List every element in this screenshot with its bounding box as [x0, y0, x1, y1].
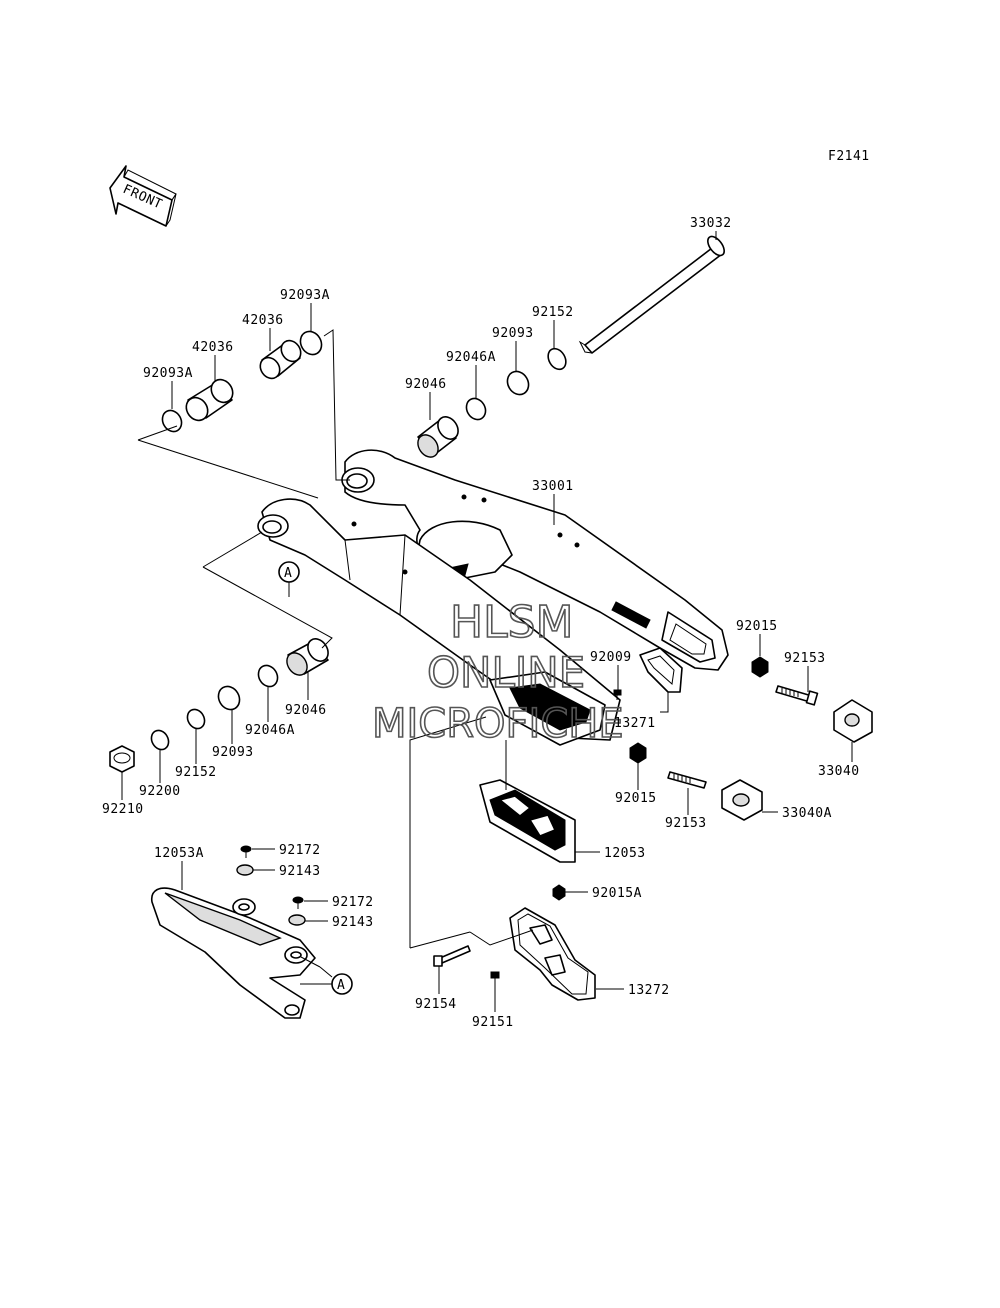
nut-92015-mid — [629, 742, 647, 764]
label-92046A-bottom: 92046A — [245, 723, 295, 738]
ref-a-lower: A — [337, 978, 345, 993]
label-92153-mid: 92153 — [665, 816, 707, 831]
label-92143-a: 92143 — [279, 864, 321, 879]
label-92093-bottom: 92093 — [212, 745, 254, 760]
seal-92093-bottom — [217, 685, 241, 711]
label-92009: 92009 — [590, 650, 632, 665]
watermark-line-2: ONLINE — [427, 648, 585, 697]
leader-lines — [121, 231, 853, 1012]
chain-guide-12053A — [150, 887, 316, 1019]
figure-code: F2141 — [828, 149, 870, 164]
washer-92143-a — [236, 864, 254, 876]
label-92046-top: 92046 — [405, 377, 447, 392]
adjuster-33040 — [833, 699, 873, 743]
chain-guide-12053 — [479, 779, 576, 863]
front-arrow-icon: FRONT — [109, 165, 177, 227]
bolt-92151 — [490, 971, 500, 986]
label-92153-right: 92153 — [784, 651, 826, 666]
label-13271: 13271 — [614, 716, 656, 731]
washer-92143-b — [288, 914, 306, 926]
label-92093-top: 92093 — [492, 326, 534, 341]
nut-92210 — [109, 745, 135, 773]
bolt-92153-mid — [667, 771, 707, 789]
label-92046-bottom: 92046 — [285, 703, 327, 718]
chain-guide-13272 — [509, 907, 596, 1001]
guide-lines — [137, 329, 534, 985]
washer-92200 — [150, 729, 170, 751]
nut-92015-right — [751, 656, 769, 678]
label-92015-right: 92015 — [736, 619, 778, 634]
label-92093A-left: 92093A — [143, 366, 193, 381]
label-92152-bottom: 92152 — [175, 765, 217, 780]
seal-92046A-bottom — [257, 664, 279, 688]
label-42036-top: 42036 — [242, 313, 284, 328]
screw-92172-b — [292, 896, 304, 909]
label-42036-left: 42036 — [192, 340, 234, 355]
bearing-92046-bottom — [286, 638, 329, 676]
sleeve-42036-top — [259, 339, 302, 380]
label-92172-b: 92172 — [332, 895, 374, 910]
label-92093A-top: 92093A — [280, 288, 330, 303]
part-labels: 33032 92152 92093A 42036 42036 92093A 92… — [102, 216, 860, 1030]
swingarm-pivot-shaft — [578, 235, 725, 354]
watermark: HLSM ONLINE MICROFICHE — [371, 596, 624, 748]
watermark-line-3: MICROFICHE — [372, 701, 624, 747]
collar-92152-top — [547, 347, 567, 371]
adjuster-33040A — [721, 779, 763, 821]
seal-92093-top — [506, 370, 530, 396]
bolt-92154 — [433, 945, 471, 967]
chain-slider-13271 — [639, 647, 683, 693]
label-92046A-top: 92046A — [446, 350, 496, 365]
bearing-92046-top — [417, 416, 459, 458]
label-92015A: 92015A — [592, 886, 642, 901]
label-12053A: 12053A — [154, 846, 204, 861]
label-92151: 92151 — [472, 1015, 514, 1030]
label-92152-top: 92152 — [532, 305, 574, 320]
bolt-92153-right — [775, 685, 819, 706]
label-12053: 12053 — [604, 846, 646, 861]
swing-arm — [257, 449, 729, 746]
label-33032: 33032 — [690, 216, 732, 231]
label-92200: 92200 — [139, 784, 181, 799]
label-33040A: 33040A — [782, 806, 832, 821]
seal-92046A-top — [465, 397, 487, 421]
label-92015-mid: 92015 — [615, 791, 657, 806]
watermark-line-1: HLSM — [450, 597, 574, 648]
label-13272: 13272 — [628, 983, 670, 998]
label-92172-a: 92172 — [279, 843, 321, 858]
label-92210: 92210 — [102, 802, 144, 817]
collar-92152-bottom — [186, 708, 206, 730]
seal-92093A-top — [299, 330, 323, 356]
nut-92015A — [552, 884, 566, 901]
label-92143-b: 92143 — [332, 915, 374, 930]
label-33001: 33001 — [532, 479, 574, 494]
ref-a-upper: A — [284, 566, 292, 581]
label-92154: 92154 — [415, 997, 457, 1012]
screw-92172-a — [240, 845, 252, 858]
label-33040: 33040 — [818, 764, 860, 779]
sleeve-42036-left — [185, 378, 234, 422]
